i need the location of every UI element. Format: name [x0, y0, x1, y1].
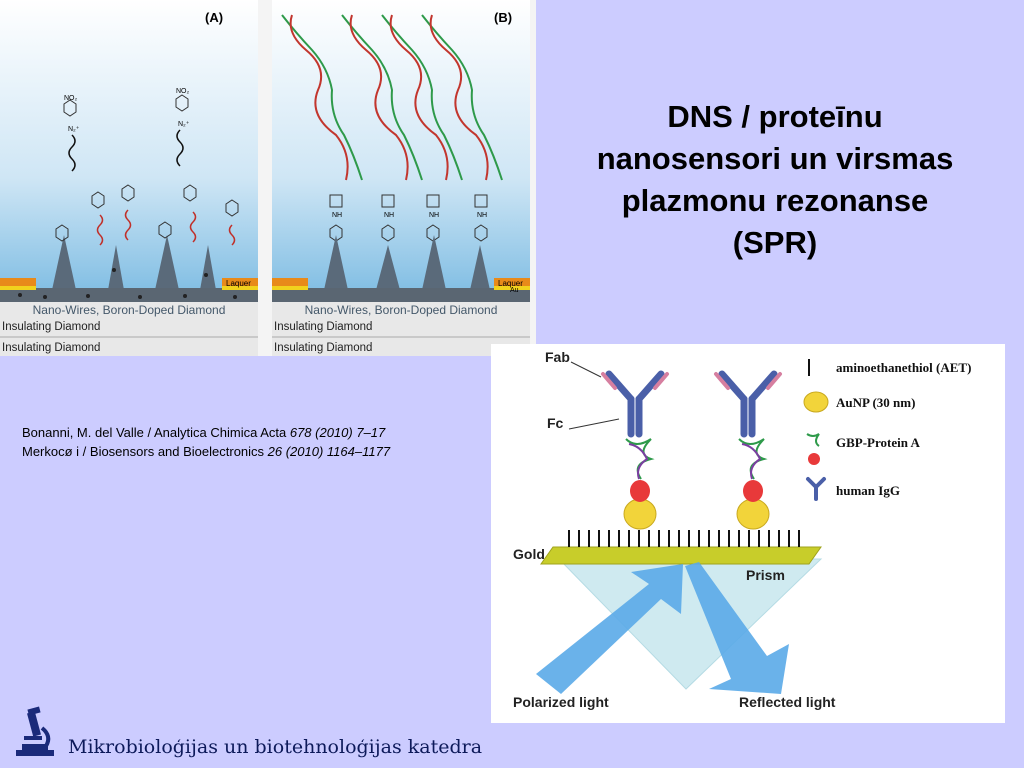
nh-label: NH — [429, 212, 440, 219]
spr-graphic — [536, 359, 829, 694]
n2-label: N₂⁺ — [68, 126, 80, 133]
panel-a-label: (A) — [205, 10, 224, 25]
prism-label: Prism — [746, 567, 785, 583]
insulating-label: Insulating Diamond — [274, 342, 373, 354]
n2-label: N₂⁺ — [178, 121, 190, 128]
nh-label: NH — [384, 212, 395, 219]
panel-b-graphic — [272, 0, 530, 356]
insulating-label: Insulating Diamond — [274, 321, 373, 333]
laquer-label: Laquer — [226, 279, 251, 288]
panel-a-graphic — [0, 0, 258, 356]
reference-text: Bonanni, M. del Valle / Analytica Chimic… — [22, 425, 290, 440]
panel-b-label: (B) — [494, 10, 513, 25]
nanowire-figure: (A) NO₂ NO₂ N₂⁺ N₂⁺ Laquer Nano-Wires, B… — [0, 0, 536, 356]
legend-protein-a: GBP-Protein A — [836, 435, 920, 450]
reference-text: Merkocø i / Biosensors and Bioelectronic… — [22, 444, 268, 459]
reference-italic: 678 (2010) 7–17 — [289, 425, 386, 440]
laquer-label: Laquer — [498, 279, 523, 288]
title-line: (SPR) — [732, 225, 818, 260]
title-line: DNS / proteīnu — [667, 99, 883, 134]
no2-label: NO₂ — [176, 88, 190, 95]
nh-label: NH — [332, 212, 343, 219]
references: Bonanni, M. del Valle / Analytica Chimic… — [22, 423, 492, 461]
title-line: nanosensori un virsmas — [596, 141, 954, 176]
microscope-logo-icon — [16, 706, 54, 756]
legend-igg: human IgG — [836, 483, 900, 498]
nanowire-label: Nano-Wires, Boron-Doped Diamond — [304, 303, 498, 317]
legend-aet: aminoethanethiol (AET) — [836, 360, 972, 375]
panel-b: (B) NH NH NH NH Laquer Au Nano-Wires, Bo… — [272, 0, 530, 356]
gold-label: Gold — [513, 546, 545, 562]
reference-1: Bonanni, M. del Valle / Analytica Chimic… — [22, 423, 492, 442]
legend-aunp: AuNP (30 nm) — [836, 395, 916, 410]
fab-label: Fab — [545, 349, 570, 365]
spr-figure: Fab Fc Gold Prism Polarized light Reflec… — [491, 344, 1005, 723]
reflected-light-label: Reflected light — [739, 694, 836, 710]
title-line: plazmonu rezonanse — [621, 183, 929, 218]
panel-a: (A) NO₂ NO₂ N₂⁺ N₂⁺ Laquer Nano-Wires, B… — [0, 0, 258, 356]
insulating-label: Insulating Diamond — [2, 321, 101, 333]
reference-2: Merkocø i / Biosensors and Bioelectronic… — [22, 442, 492, 461]
nh-label: NH — [477, 212, 488, 219]
au-label: Au — [510, 287, 519, 294]
reference-italic: 26 (2010) 1164–1177 — [267, 444, 391, 459]
no2-label: NO₂ — [64, 95, 78, 102]
polarized-light-label: Polarized light — [513, 694, 609, 710]
slide-title: DNS / proteīnu nanosensori un virsmas pl… — [545, 96, 1005, 264]
nanowire-label: Nano-Wires, Boron-Doped Diamond — [32, 303, 226, 317]
fc-label: Fc — [547, 415, 564, 431]
footer-text: Mikrobioloģijas un biotehnoloģijas kated… — [68, 736, 483, 758]
insulating-label: Insulating Diamond — [2, 342, 101, 354]
